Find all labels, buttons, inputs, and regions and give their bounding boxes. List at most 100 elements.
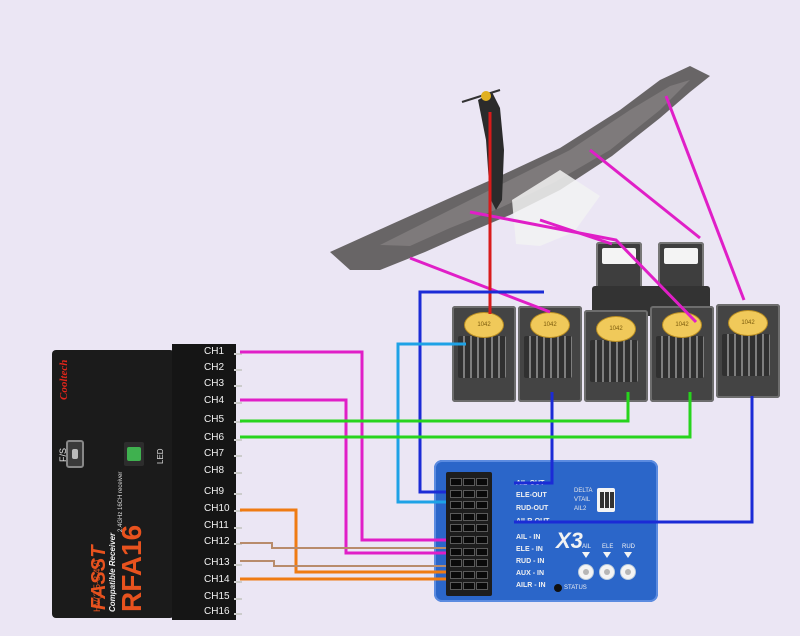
gyro-pin[interactable] xyxy=(463,582,475,591)
gyro-pin[interactable] xyxy=(463,524,475,533)
gyro-pin[interactable] xyxy=(476,478,488,486)
gyro-pin[interactable] xyxy=(476,501,488,510)
channel-pin[interactable] xyxy=(234,421,242,423)
wire-magenta-wing-tip xyxy=(664,95,746,301)
gyro-pin[interactable] xyxy=(476,536,488,544)
channel-label: CH10 xyxy=(204,503,230,514)
servo-top-right xyxy=(658,242,704,290)
servo-horn: 1042 xyxy=(464,312,504,338)
wire-magenta-wing-right xyxy=(589,148,701,240)
failsafe-button[interactable] xyxy=(66,440,84,468)
gyro-pin[interactable] xyxy=(463,559,475,568)
gyro-pin[interactable] xyxy=(463,489,475,498)
channel-pin[interactable] xyxy=(234,527,242,529)
gyro-label-rud-in: RUD - IN xyxy=(516,558,545,565)
servo-horn: 1042 xyxy=(530,312,570,338)
wire-lightblue xyxy=(396,342,466,504)
channel-pin[interactable] xyxy=(234,402,242,404)
wire-tan-ch12 xyxy=(240,542,446,549)
gyro-pin[interactable] xyxy=(450,570,462,579)
channel-pin[interactable] xyxy=(234,369,242,371)
channel-pin[interactable] xyxy=(234,543,242,545)
wire-magenta-wing-left xyxy=(409,256,551,314)
pot-arrow-icon xyxy=(624,552,632,558)
channel-pin[interactable] xyxy=(234,613,242,615)
wire-magenta-wing-mid xyxy=(469,210,698,324)
channel-label: CH5 xyxy=(204,414,225,425)
wire-green-ch5 xyxy=(240,392,630,423)
channel-pin[interactable] xyxy=(234,581,242,583)
channel-label: CH15 xyxy=(204,591,230,602)
channel-pin[interactable] xyxy=(234,455,242,457)
gyro-pin[interactable] xyxy=(450,501,462,510)
dip-switch-3[interactable] xyxy=(610,492,614,508)
gyro-pin[interactable] xyxy=(476,512,488,521)
airplane-wing-shade xyxy=(380,80,690,246)
channel-pin[interactable] xyxy=(234,564,242,566)
gyro-pin[interactable] xyxy=(463,536,475,544)
gyro-label-ele-in: ELE - IN xyxy=(516,546,543,553)
channel-pin[interactable] xyxy=(234,439,242,441)
gyro-pin[interactable] xyxy=(463,570,475,579)
servo-horn: 1042 xyxy=(662,312,702,338)
gyro-label-ele-out: ELE-OUT xyxy=(516,492,547,499)
dip-switch-1[interactable] xyxy=(600,492,604,508)
channel-pin[interactable] xyxy=(234,353,242,355)
channel-pin[interactable] xyxy=(234,598,242,600)
pot-label-rud: RUD xyxy=(622,544,635,550)
wire-magenta-tail xyxy=(539,218,613,246)
servo-5: 1042 xyxy=(716,304,780,398)
gyro-pin[interactable] xyxy=(450,478,462,486)
wire-orange-ch10 xyxy=(240,508,446,574)
channel-pin[interactable] xyxy=(234,510,242,512)
gyro-pin[interactable] xyxy=(450,524,462,533)
pot-arrow-icon xyxy=(582,552,590,558)
servo-horn: 1042 xyxy=(596,316,636,342)
gyro-pin[interactable] xyxy=(476,547,488,556)
channel-label: CH16 xyxy=(204,606,230,617)
gyro-dip-switch[interactable] xyxy=(597,488,615,512)
gain-pot-ail[interactable] xyxy=(578,564,594,580)
servo-2: 1042 xyxy=(518,306,582,402)
gyro-pin[interactable] xyxy=(450,536,462,544)
gyro-pin[interactable] xyxy=(450,547,462,556)
gyro-pin[interactable] xyxy=(463,478,475,486)
gain-pot-ele[interactable] xyxy=(599,564,615,580)
gyro-pin[interactable] xyxy=(450,559,462,568)
switch-label-delta: DELTA xyxy=(574,488,593,494)
gain-pot-rud[interactable] xyxy=(620,564,636,580)
gyro-pin[interactable] xyxy=(463,547,475,556)
gyro-pin[interactable] xyxy=(450,489,462,498)
gyro-pin[interactable] xyxy=(476,524,488,533)
gyro-label-ail-in: AIL - IN xyxy=(516,534,541,541)
channel-pin[interactable] xyxy=(234,493,242,495)
gyro-pin[interactable] xyxy=(463,512,475,521)
pot-label-ail: AIL xyxy=(582,544,592,550)
servo-top-left xyxy=(596,242,642,290)
receiver-channel-header xyxy=(172,344,236,620)
airplane-wing xyxy=(330,66,710,270)
gyro-pin[interactable] xyxy=(476,559,488,568)
gyro-pin[interactable] xyxy=(476,570,488,579)
channel-label: CH1 xyxy=(204,346,225,357)
dip-switch-2[interactable] xyxy=(605,492,609,508)
status-label: STATUS xyxy=(564,585,587,591)
gyro-label-rud-out: RUD-OUT xyxy=(516,505,549,512)
wire-magenta-ch4 xyxy=(240,398,446,555)
channel-label: CH12 xyxy=(204,536,230,547)
gyro-pin[interactable] xyxy=(463,501,475,510)
gyro-pin[interactable] xyxy=(476,582,488,591)
servo-horn: 1042 xyxy=(728,310,768,336)
receiver-led xyxy=(124,442,144,466)
channel-label: CH8 xyxy=(204,465,225,476)
channel-label: CH2 xyxy=(204,362,225,373)
gyro-pin[interactable] xyxy=(450,512,462,521)
gyro-pin[interactable] xyxy=(450,582,462,591)
gyro-pin[interactable] xyxy=(476,489,488,498)
channel-pin[interactable] xyxy=(234,385,242,387)
channel-label: CH11 xyxy=(204,520,229,531)
channel-label: CH13 xyxy=(204,557,230,568)
channel-pin[interactable] xyxy=(234,472,242,474)
channel-label: CH6 xyxy=(204,432,225,443)
